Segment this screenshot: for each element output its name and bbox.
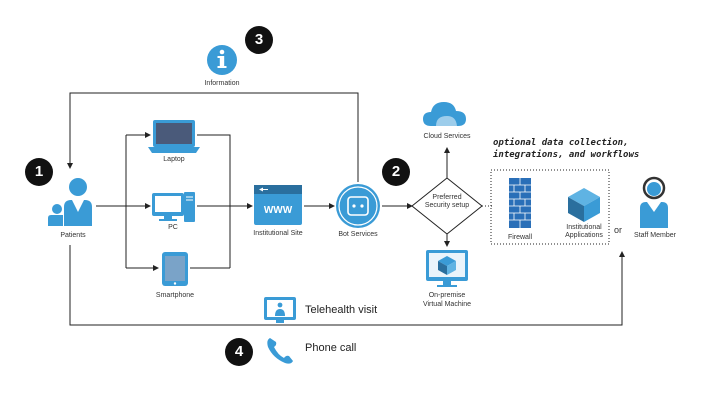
optional-integrations-text: optional data collection, integrations, … [493,137,643,161]
telehealth-visit-label: Telehealth visit [305,304,378,316]
telehealth-line [69,245,625,326]
phone-icon [267,338,293,364]
step-badge-1: 1 [25,158,53,186]
cube-icon [568,188,600,222]
smartphone-label: Smartphone [155,292,195,299]
info-icon [207,45,237,75]
phone-call-label: Phone call [305,342,357,354]
bot-services-label: Bot Services [338,231,378,238]
pc-icon [152,192,195,222]
institutional-apps-label-line1: Institutional [566,224,602,231]
step-badge-3: 3 [245,26,273,54]
institutional-site-label: Institutional Site [253,230,303,237]
cloud-icon [423,102,466,126]
pc-label: PC [168,224,178,231]
on-premise-label-line1: On-premise [428,292,466,299]
firewall-icon [509,178,531,228]
cloud-services-label: Cloud Services [423,133,471,140]
patients-label: Patients [60,232,86,239]
laptop-icon [148,120,200,153]
browser-icon: WWW [254,185,302,225]
or-label: or [614,225,623,235]
on-premise-label-line2: Virtual Machine [422,301,472,308]
optional-text-line2: integrations, and workflows [493,150,640,160]
vm-icon [426,250,468,287]
telehealth-icon [264,297,296,323]
staff-icon [640,176,668,228]
patients-icon [48,178,92,226]
connectors [67,92,625,326]
information-label: Information [204,80,240,87]
staff-member-label: Staff Member [634,232,676,239]
institutional-apps-label-line2: Applications [565,232,603,239]
www-text: WWW [264,205,293,216]
laptop-label: Laptop [163,156,185,163]
firewall-label: Firewall [507,234,533,241]
step-badge-4: 4 [225,338,253,366]
security-label-line1: Preferred [432,194,462,201]
security-label-line2: Security setup [424,202,470,209]
step-badge-2: 2 [382,158,410,186]
optional-text-line1: optional data collection, [493,138,629,148]
bot-icon [336,184,380,228]
info-loop-line [67,92,359,182]
laptop-out-line [197,134,231,268]
smartphone-icon [162,252,188,286]
security-decision-diamond [411,177,483,235]
